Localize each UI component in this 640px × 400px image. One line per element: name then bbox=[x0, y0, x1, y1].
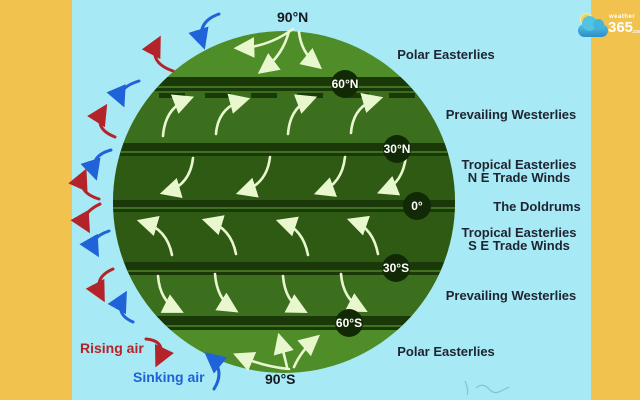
right-yellow-border bbox=[591, 0, 640, 400]
latitude-line-60s bbox=[113, 316, 455, 330]
pole-label-north: 90°N bbox=[277, 9, 309, 25]
latitude-label-equator: 0° bbox=[411, 199, 423, 213]
latitude-line-60n bbox=[113, 77, 455, 91]
latitude-line-30n bbox=[113, 143, 455, 156]
label-polar-easterlies-north: Polar Easterlies bbox=[397, 47, 495, 62]
weather365-logo: weather 365 .com bbox=[576, 10, 640, 44]
westerlies-north-arrows bbox=[161, 93, 384, 138]
westerlies-south-arrows bbox=[156, 272, 368, 314]
latitude-badge-equator: 0° bbox=[403, 192, 431, 220]
left-yellow-border bbox=[0, 0, 72, 400]
polar-easterlies-north-arrows bbox=[233, 27, 323, 74]
polar-easterlies-south-arrows bbox=[233, 332, 320, 372]
latitude-badge-30s: 30°S bbox=[382, 254, 410, 282]
sinking-air-arrows bbox=[79, 12, 228, 391]
legend-rising-air: Rising air bbox=[80, 340, 144, 356]
label-prevailing-westerlies-south: Prevailing Westerlies bbox=[445, 288, 577, 303]
ne-trade-winds-arrows bbox=[159, 154, 408, 198]
rising-air-arrows bbox=[68, 35, 175, 368]
label-doldrums: The Doldrums bbox=[493, 199, 581, 214]
latitude-badge-60s: 60°S bbox=[335, 309, 363, 337]
latitude-line-equator bbox=[113, 200, 455, 212]
latitude-line-30s bbox=[113, 262, 455, 275]
label-se-trade-winds: S E Trade Winds bbox=[468, 238, 570, 253]
latitude-label-60s: 60°S bbox=[335, 316, 363, 330]
legend-sinking-air: Sinking air bbox=[133, 369, 205, 385]
earth-globe bbox=[113, 31, 455, 373]
watermark-signature bbox=[464, 380, 510, 396]
label-tropical-easterlies-north-line1: Tropical Easterlies bbox=[461, 157, 577, 172]
latitude-label-30s: 30°S bbox=[382, 261, 410, 275]
latitude-label-30n: 30°N bbox=[383, 142, 411, 156]
zone-westerlies-north bbox=[113, 91, 455, 143]
logo-brand-suffix: .com bbox=[632, 29, 640, 35]
logo-brand-number: 365 bbox=[608, 19, 634, 36]
latitude-badge-60n: 60°N bbox=[331, 70, 359, 98]
pole-label-south: 90°S bbox=[265, 371, 296, 387]
label-polar-easterlies-south: Polar Easterlies bbox=[397, 344, 495, 359]
label-tropical-easterlies-south: Tropical Easterlies S E Trade Winds bbox=[455, 226, 583, 252]
cloud-icon bbox=[578, 16, 608, 37]
label-tropical-easterlies-north: Tropical Easterlies N E Trade Winds bbox=[455, 158, 583, 184]
label-ne-trade-winds: N E Trade Winds bbox=[467, 170, 571, 185]
latitude-label-60n: 60°N bbox=[331, 77, 359, 91]
latitude-dashes-60n bbox=[113, 93, 455, 98]
logo-brand-top: weather bbox=[609, 14, 636, 20]
label-prevailing-westerlies-north: Prevailing Westerlies bbox=[445, 107, 577, 122]
label-tropical-easterlies-south-line1: Tropical Easterlies bbox=[461, 225, 577, 240]
latitude-badge-30n: 30°N bbox=[383, 135, 411, 163]
se-trade-winds-arrows bbox=[136, 215, 380, 257]
